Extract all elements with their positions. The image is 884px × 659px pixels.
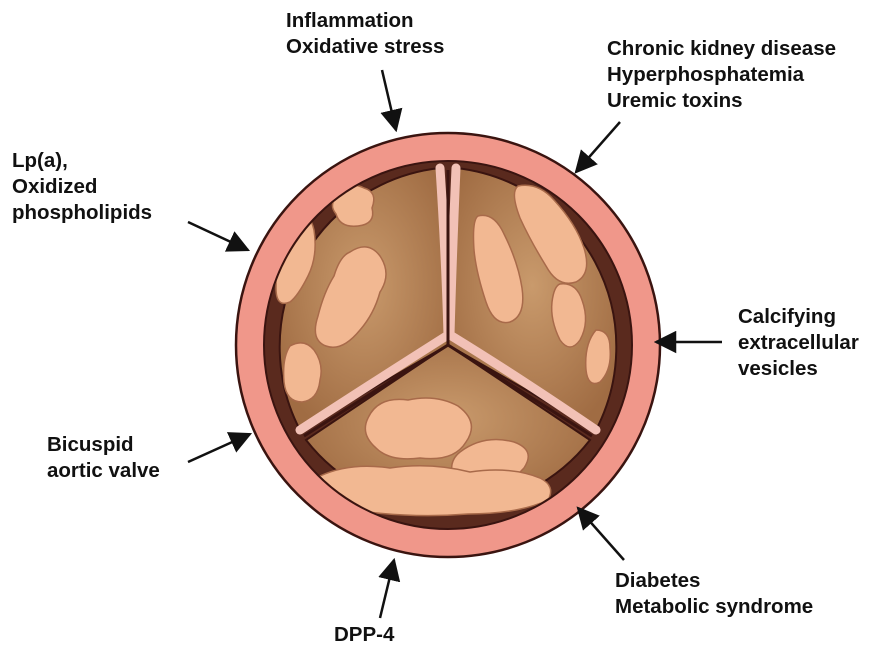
label-inflammation: Inflammation Oxidative stress: [286, 8, 444, 60]
label-dpp4: DPP-4: [334, 622, 394, 648]
arrow-dpp4: [380, 560, 394, 618]
label-lpa: Lp(a), Oxidized phospholipids: [12, 148, 152, 226]
arrow-lpa: [188, 222, 248, 250]
arrow-ckd: [576, 122, 620, 172]
arrow-bicuspid: [188, 434, 250, 462]
label-ckd: Chronic kidney disease Hyperphosphatemia…: [607, 36, 836, 114]
arrow-inflammation: [382, 70, 396, 130]
label-diabetes: Diabetes Metabolic syndrome: [615, 568, 813, 620]
label-vesicles: Calcifying extracellular vesicles: [738, 304, 859, 382]
label-bicuspid: Bicuspid aortic valve: [47, 432, 160, 484]
calcific-nodule: [365, 398, 471, 459]
calcific-nodule: [284, 343, 322, 402]
arrow-diabetes: [578, 508, 624, 560]
